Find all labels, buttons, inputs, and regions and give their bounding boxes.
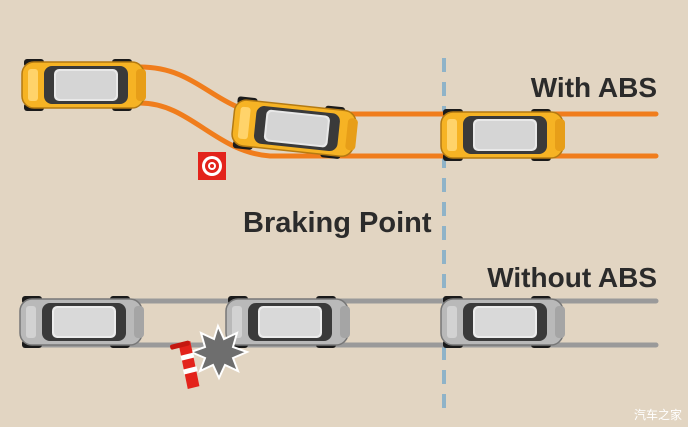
without-abs-label: Without ABS [487, 262, 657, 293]
braking-point-label: Braking Point [243, 207, 432, 239]
no-abs-car-start [19, 295, 145, 349]
with-abs-label: With ABS [530, 72, 657, 103]
watermark: 汽车之家 [633, 408, 682, 422]
traffic-cone-icon [170, 340, 200, 390]
no-abs-car-crash [225, 295, 351, 349]
crash-burst-icon [188, 323, 250, 381]
abs-car-end [440, 108, 566, 162]
no-abs-car-end [440, 295, 566, 349]
target-icon [198, 152, 226, 180]
abs-car-start [21, 58, 147, 112]
